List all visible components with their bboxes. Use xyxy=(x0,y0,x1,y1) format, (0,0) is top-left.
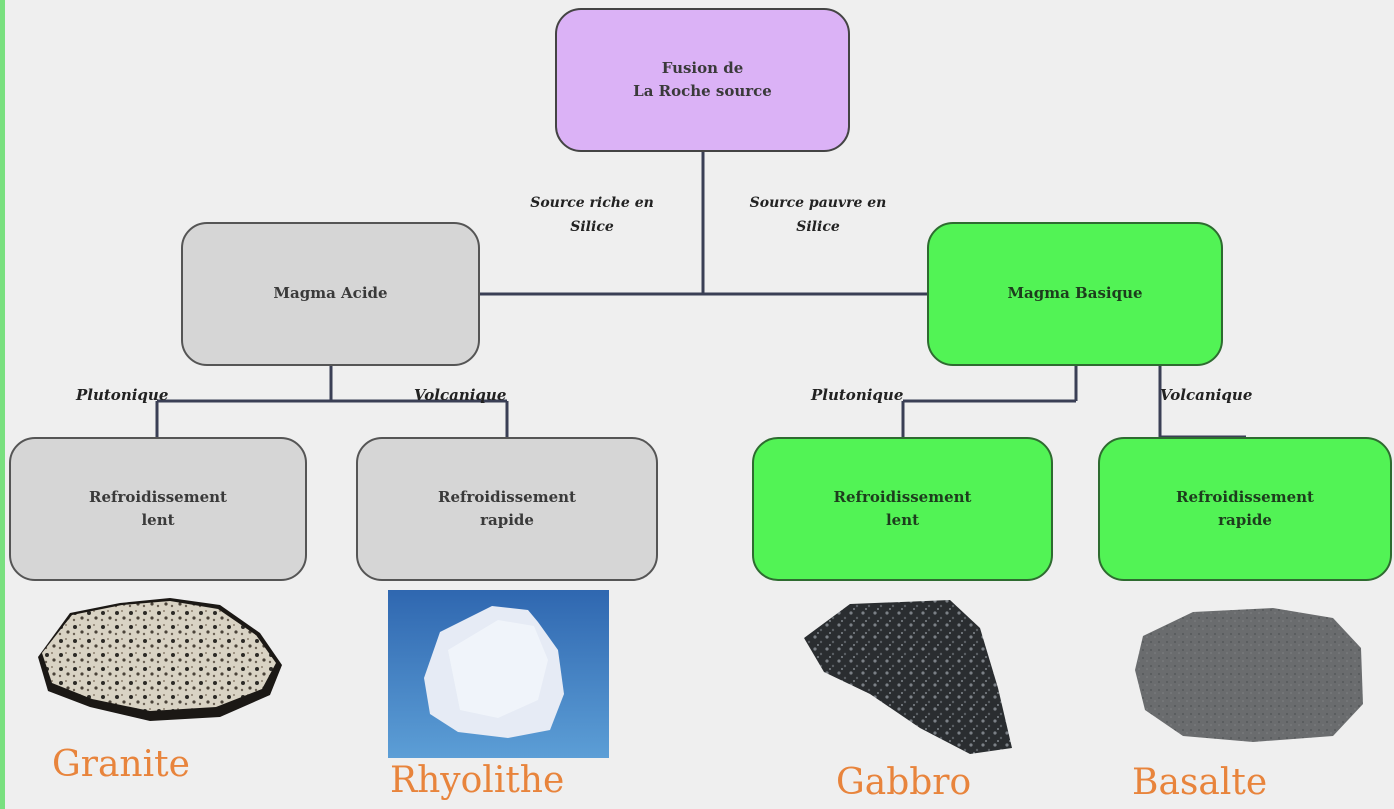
acide-lent-line-1: Refroidissement xyxy=(89,487,227,506)
acide-lent-node: Refroidissement lent xyxy=(9,437,307,581)
basique-rapide-line-2: rapide xyxy=(1218,511,1272,529)
rock-name-gabbro: Gabbro xyxy=(836,762,972,803)
basique-plutonique-label: Plutonique xyxy=(811,386,904,404)
silica-rich-label: Source riche en Silice xyxy=(522,192,662,240)
silica-poor-line-1: Source pauvre xyxy=(749,195,863,211)
rock-name-basalte: Basalte xyxy=(1132,762,1268,803)
rock-name-rhyolithe: Rhyolithe xyxy=(390,760,565,801)
silica-poor-line-2: en Silice xyxy=(796,195,887,235)
granite-image xyxy=(38,598,282,721)
acide-rapide-line-2: rapide xyxy=(480,511,534,529)
acide-volcanique-label: Volcanique xyxy=(414,386,507,404)
silica-poor-label: Source pauvre en Silice xyxy=(738,192,898,240)
silica-rich-line-1: Source riche xyxy=(530,195,630,211)
acide-rapide-node: Refroidissement rapide xyxy=(356,437,658,581)
gabbro-image xyxy=(804,600,1012,754)
root-line-2: La Roche source xyxy=(633,82,772,100)
root-node: Fusion de La Roche source xyxy=(555,8,850,152)
acide-plutonique-label: Plutonique xyxy=(76,386,169,404)
basique-volcanique-label: Volcanique xyxy=(1160,386,1253,404)
magma-basique-label: Magma Basique xyxy=(1007,284,1143,303)
acide-rapide-line-1: Refroidissement xyxy=(438,487,576,506)
left-edge-strip xyxy=(0,0,5,809)
rock-name-granite: Granite xyxy=(52,744,190,785)
basique-lent-line-2: lent xyxy=(885,511,920,529)
silica-rich-line-2: en Silice xyxy=(570,195,654,235)
magma-basique-node: Magma Basique xyxy=(927,222,1223,366)
basique-lent-line-1: Refroidissement xyxy=(833,487,972,506)
basique-lent-node: Refroidissement lent xyxy=(752,437,1053,581)
magma-acide-label: Magma Acide xyxy=(273,284,388,303)
rhyolithe-image xyxy=(388,590,609,758)
root-line-1: Fusion de xyxy=(661,58,744,77)
acide-lent-line-2: lent xyxy=(141,511,175,529)
basique-rapide-line-1: Refroidissement xyxy=(1176,487,1314,506)
basalte-image xyxy=(1135,608,1363,742)
basique-rapide-node: Refroidissement rapide xyxy=(1098,437,1392,581)
magma-acide-node: Magma Acide xyxy=(181,222,480,366)
